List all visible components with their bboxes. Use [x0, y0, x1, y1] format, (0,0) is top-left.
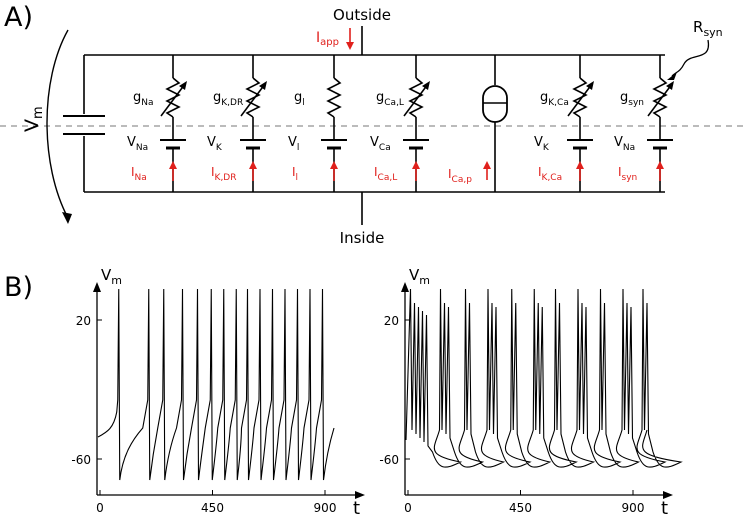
reversal-potential-label: VK	[207, 135, 223, 153]
inside-label: Inside	[340, 229, 385, 247]
voltage-trace-plot-bursting: Vm t 20 -60 0 450 900	[379, 266, 683, 516]
variable-arrowhead	[179, 81, 187, 90]
variable-arrowhead	[259, 81, 267, 90]
resistor-symbol	[652, 77, 668, 118]
branch-kdr: gK,DR VK IK,DR	[207, 55, 267, 192]
resistor-symbol	[326, 77, 342, 118]
i-app-label: Iapp	[316, 30, 339, 48]
variable-arrowhead	[586, 81, 594, 90]
resistor-symbol	[245, 77, 261, 118]
current-arrowhead	[412, 161, 420, 169]
y-tick-label: -60	[379, 453, 399, 467]
panel-b-label: B)	[4, 272, 33, 303]
conductance-label: gCa,L	[376, 90, 404, 108]
voltage-trace-plot-tonic: Vm t 20 -60 0 450 900	[71, 266, 365, 516]
x-tick-label: 450	[201, 501, 224, 515]
x-tick-label: 450	[509, 501, 532, 515]
r-syn-label: Rsyn	[693, 18, 723, 39]
x-tick-label: 0	[96, 501, 104, 515]
current-arrowhead	[330, 161, 338, 169]
vm-arrowhead	[62, 212, 72, 224]
variable-arrowhead	[666, 81, 674, 90]
current-label: IK,DR	[211, 165, 237, 183]
variable-arrowhead	[422, 81, 430, 90]
conductance-label: gl	[294, 90, 305, 108]
conductance-label: gK,DR	[213, 90, 243, 108]
x-tick-label: 900	[314, 501, 337, 515]
conductance-label: gNa	[133, 90, 154, 108]
y-tick-label: 20	[76, 314, 91, 328]
y-axis-label: Vm	[409, 266, 430, 287]
calcium-pump-branch	[482, 55, 508, 192]
current-label: Il	[292, 165, 298, 183]
current-label: INa	[131, 165, 147, 183]
i-app-arrowhead	[346, 42, 354, 50]
y-tick-label: -60	[71, 453, 91, 467]
x-tick-label: 0	[404, 501, 412, 515]
x-tick-label: 900	[622, 501, 645, 515]
reversal-potential-label: VNa	[614, 135, 635, 153]
variable-arrow	[403, 83, 429, 117]
current-arrowhead	[249, 161, 257, 169]
current-label: ICa,L	[374, 165, 397, 183]
variable-arrow	[567, 83, 593, 117]
r-syn-arrowhead	[667, 72, 677, 80]
reversal-potential-label: VCa	[370, 135, 391, 153]
variable-arrow	[647, 83, 673, 117]
variable-arrow	[240, 83, 266, 117]
reversal-potential-label: VK	[534, 135, 550, 153]
conductance-label: gsyn	[620, 90, 644, 108]
calcium-pump-symbol	[482, 85, 508, 123]
panel-a-label: A)	[4, 2, 33, 33]
x-axis-arrowhead	[355, 491, 365, 499]
resistor-symbol	[572, 77, 588, 118]
variable-arrow	[160, 83, 186, 117]
r-syn-pointer	[671, 39, 710, 77]
membrane-voltage-trace	[97, 288, 335, 481]
outside-label: Outside	[333, 6, 391, 24]
current-arrowhead	[169, 161, 177, 169]
y-axis-arrowhead	[401, 282, 409, 292]
reversal-potential-label: VNa	[127, 135, 148, 153]
x-axis-label: t	[353, 498, 360, 516]
current-arrowhead	[483, 161, 491, 169]
vm-curved-arrow	[46, 29, 69, 219]
reversal-potential-label: Vl	[288, 135, 299, 153]
vm-label: Vm	[21, 106, 46, 132]
membrane-capacitor	[63, 115, 105, 135]
resistor-symbol	[165, 77, 181, 118]
membrane-voltage-trace	[405, 288, 683, 468]
y-axis-arrowhead	[93, 282, 101, 292]
current-label: Isyn	[618, 165, 637, 183]
current-label-ca-p: ICa,p	[448, 167, 472, 185]
current-label: IK,Ca	[538, 165, 562, 183]
x-axis-arrowhead	[663, 491, 673, 499]
y-axis-label: Vm	[101, 266, 122, 287]
y-tick-label: 20	[384, 314, 399, 328]
conductance-label: gK,Ca	[540, 90, 569, 108]
circuit-wiring	[83, 26, 665, 225]
current-arrowhead	[656, 161, 664, 169]
current-arrowhead	[576, 161, 584, 169]
resistor-symbol	[408, 77, 424, 118]
x-axis-label: t	[661, 498, 668, 516]
